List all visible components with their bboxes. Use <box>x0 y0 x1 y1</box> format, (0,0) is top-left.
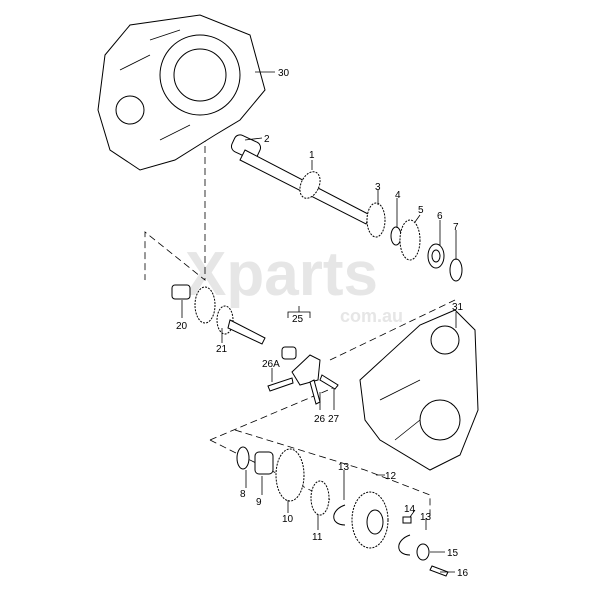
bolt-27[interactable] <box>319 374 339 390</box>
circlip-13b[interactable] <box>398 534 411 556</box>
input-shaft-1[interactable] <box>230 133 371 225</box>
needle-bearing-9[interactable] <box>254 451 274 475</box>
watermark-brand: Xparts <box>185 240 378 309</box>
callout-1: 1 <box>309 150 315 161</box>
callout-8: 8 <box>240 489 246 500</box>
callout-labels: 30 2 1 3 4 5 6 7 20 21 25 26A 26 27 31 1… <box>176 68 469 579</box>
callout-16: 16 <box>457 568 469 579</box>
assembly-dash-lines <box>144 135 456 520</box>
callout-20: 20 <box>176 321 188 332</box>
gearbox-housing-31[interactable] <box>359 309 479 471</box>
output-shaft-20-21[interactable] <box>171 284 266 345</box>
spring-14[interactable] <box>402 516 412 524</box>
gear-5[interactable] <box>399 219 421 261</box>
callout-7: 7 <box>453 222 459 233</box>
gearbox-housing-30[interactable] <box>97 14 266 171</box>
gear-10[interactable] <box>275 448 305 502</box>
callout-26: 26 <box>314 414 326 425</box>
leader-lines <box>181 71 457 573</box>
bolt-26A[interactable] <box>267 377 294 392</box>
callout-15: 15 <box>447 548 459 559</box>
synchro-ring-11[interactable] <box>310 480 330 516</box>
gear-3[interactable] <box>366 202 386 238</box>
bearing-6[interactable] <box>427 243 445 269</box>
washer-15[interactable] <box>416 543 430 561</box>
bolt-16[interactable] <box>429 565 449 577</box>
callout-14: 14 <box>404 504 416 515</box>
callout-21: 21 <box>216 344 228 355</box>
callout-11: 11 <box>312 532 323 543</box>
callout-31: 31 <box>452 302 464 313</box>
watermark-domain: com.au <box>340 306 403 326</box>
circlip-13[interactable] <box>333 504 346 526</box>
callout-2: 2 <box>264 134 270 145</box>
callout-25: 25 <box>292 314 304 325</box>
callout-13-b: 13 <box>420 512 432 523</box>
callout-6: 6 <box>437 211 443 222</box>
selector-fork-25[interactable] <box>281 306 321 386</box>
callout-30: 30 <box>278 68 290 79</box>
bolt-26[interactable] <box>309 379 321 405</box>
synchro-hub[interactable] <box>351 491 389 549</box>
ring-4[interactable] <box>390 226 402 246</box>
callout-4: 4 <box>395 190 401 201</box>
callout-27: 27 <box>328 414 340 425</box>
callout-12: 12 <box>385 471 397 482</box>
circlip-7[interactable] <box>449 258 463 282</box>
callout-10: 10 <box>282 514 294 525</box>
callout-13: 13 <box>338 462 350 473</box>
callout-26A: 26A <box>262 359 280 370</box>
washer-8[interactable] <box>236 446 250 470</box>
callout-9: 9 <box>256 497 262 508</box>
callout-5: 5 <box>418 205 424 216</box>
callout-3: 3 <box>375 182 381 193</box>
